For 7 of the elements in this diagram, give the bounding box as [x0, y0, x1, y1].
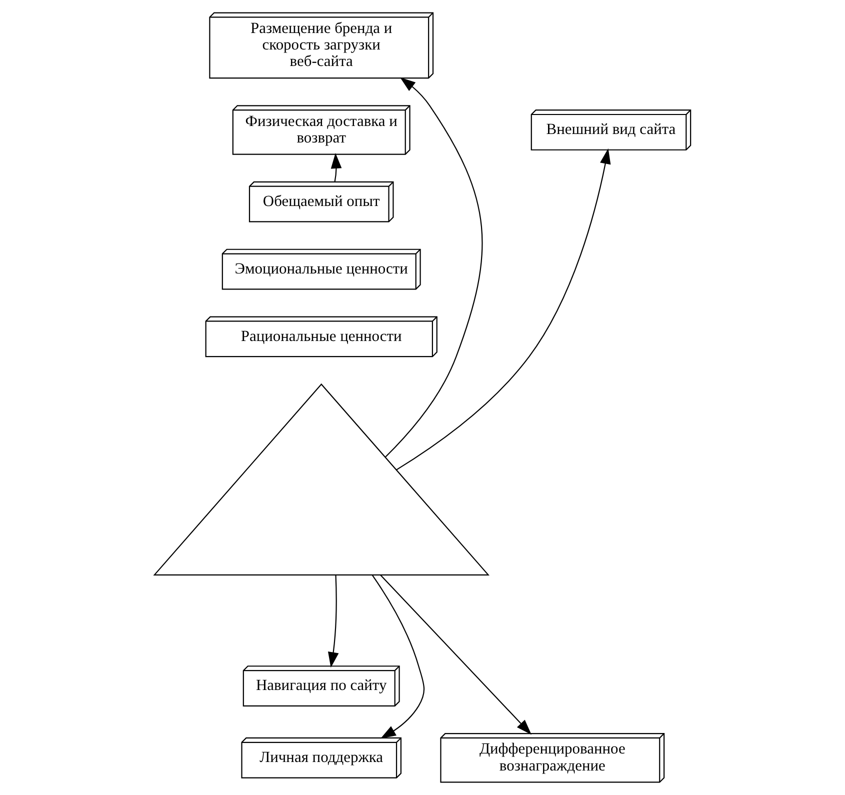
arrow [328, 575, 339, 668]
node-triangle [153, 383, 490, 576]
arrow [330, 153, 342, 182]
arrow [396, 148, 611, 470]
arrow [385, 77, 483, 458]
arrow [372, 574, 425, 739]
arrow [380, 574, 532, 735]
